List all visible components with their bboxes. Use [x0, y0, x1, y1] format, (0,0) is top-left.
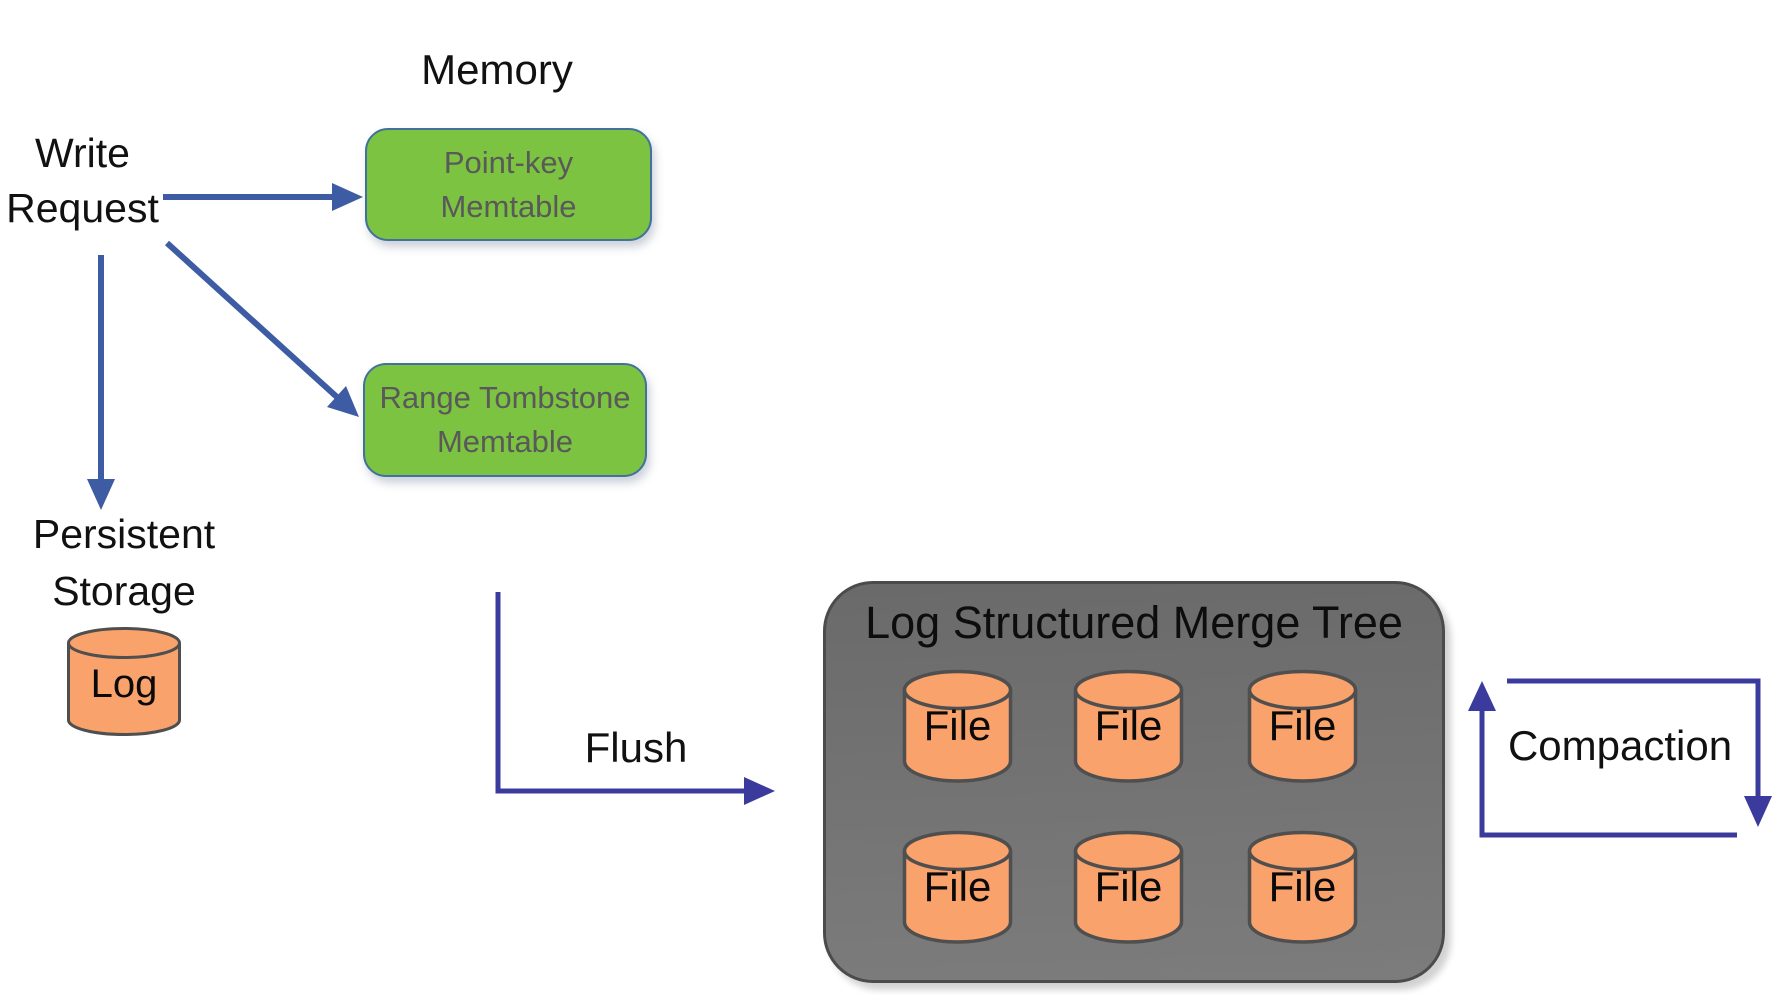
log-cylinder-label: Log — [90, 662, 158, 706]
compaction-label: Compaction — [1507, 722, 1733, 769]
file-cylinder-label: File — [923, 702, 992, 749]
file-cylinder-label: File — [1094, 863, 1163, 910]
file-cylinder-icon: File — [1073, 830, 1184, 944]
persistent-storage-label: Persistent Storage — [10, 506, 238, 620]
memory-section-title: Memory — [421, 46, 573, 93]
persistent-storage-line2: Storage — [52, 568, 196, 614]
write-request-label: Write Request — [0, 126, 165, 236]
file-cylinder-label: File — [1268, 863, 1337, 910]
file-cylinder-icon: File — [1247, 830, 1358, 944]
file-cylinder-shape — [902, 669, 1013, 783]
range-tombstone-memtable-line1: Range Tombstone — [379, 380, 631, 415]
file-cylinder-icon: File — [1247, 669, 1358, 783]
file-cylinder-label: File — [1094, 702, 1163, 749]
write-request-line1: Write — [35, 130, 130, 176]
file-cylinder-icon: File — [902, 830, 1013, 944]
file-cylinder-shape — [1247, 830, 1358, 944]
file-cylinder-shape — [1247, 669, 1358, 783]
write-to-range-arrow — [164, 240, 359, 417]
persistent-storage-line1: Persistent — [32, 511, 216, 557]
log-cylinder-icon: Log — [66, 624, 182, 739]
file-cylinder-icon: File — [1073, 669, 1184, 783]
range-tombstone-memtable-box: Range Tombstone Memtable — [363, 363, 647, 477]
write-to-pointkey-arrow — [163, 183, 363, 211]
write-request-line2: Request — [6, 185, 159, 231]
write-to-storage-arrow — [87, 255, 115, 510]
file-cylinder-label: File — [923, 863, 992, 910]
lsm-tree-title: Log Structured Merge Tree — [865, 597, 1403, 648]
file-cylinder-shape — [1073, 669, 1184, 783]
file-cylinder-label: File — [1268, 702, 1337, 749]
flush-label: Flush — [584, 724, 688, 771]
point-key-memtable-line1: Point-key — [443, 144, 574, 180]
flush-arrow — [495, 592, 775, 805]
log-cylinder-shape — [67, 627, 181, 736]
file-cylinder-shape — [902, 830, 1013, 944]
point-key-memtable-line2: Memtable — [440, 188, 577, 224]
point-key-memtable-box: Point-key Memtable — [365, 128, 652, 241]
file-cylinder-icon: File — [902, 669, 1013, 783]
file-cylinder-shape — [1073, 830, 1184, 944]
range-tombstone-memtable-line2: Memtable — [436, 424, 574, 459]
